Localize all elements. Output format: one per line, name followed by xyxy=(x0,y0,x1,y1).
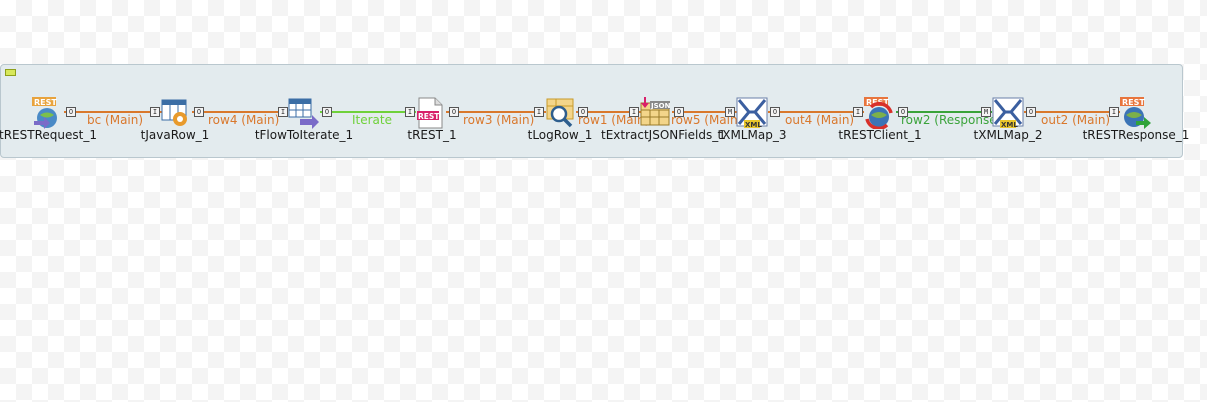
component-label: tXMLMap_3 xyxy=(717,128,787,142)
output-port[interactable]: O xyxy=(578,107,588,117)
component-label: tFlowToIterate_1 xyxy=(254,128,354,142)
connection-label[interactable]: row5 (Main) xyxy=(671,113,743,127)
output-port[interactable]: O xyxy=(898,107,908,117)
connection-label[interactable]: out2 (Main) xyxy=(1041,113,1111,127)
rest-icon: REST xyxy=(417,97,443,129)
component-trestrequest[interactable]: REST tRESTRequest_1 xyxy=(0,97,103,143)
map-port[interactable]: M xyxy=(725,107,735,117)
output-port[interactable]: O xyxy=(66,107,76,117)
component-label: tLogRow_1 xyxy=(527,128,593,142)
rest-badge-text: REST xyxy=(34,98,57,107)
output-port[interactable]: O xyxy=(1026,107,1036,117)
output-port[interactable]: O xyxy=(322,107,332,117)
java-row-icon xyxy=(161,99,187,126)
component-label: tExtractJSONFields_1 xyxy=(601,128,726,142)
input-port[interactable]: I xyxy=(1109,107,1119,117)
connection-label[interactable]: bc (Main) xyxy=(87,113,144,127)
input-port[interactable]: I xyxy=(405,107,415,117)
input-port[interactable]: I xyxy=(278,107,288,117)
connection-label[interactable]: out4 (Main) xyxy=(785,113,855,127)
subjob-collapse-button[interactable] xyxy=(5,69,16,76)
component-label: tRESTRequest_1 xyxy=(0,128,97,142)
output-port[interactable]: O xyxy=(674,107,684,117)
xml-map-icon: XML xyxy=(736,97,768,129)
component-label: tXMLMap_2 xyxy=(973,128,1043,142)
component-trest[interactable]: REST tREST_1 xyxy=(377,97,487,143)
output-port[interactable]: O xyxy=(449,107,459,117)
component-txmlmap-3[interactable]: XML tXMLMap_3 xyxy=(697,97,807,143)
component-tflowtoiterate[interactable]: tFlowToIterate_1 xyxy=(249,97,359,143)
rest-client-icon: REST xyxy=(864,97,893,129)
connection-label[interactable]: row2 (Response) xyxy=(901,113,1002,127)
xml-badge-text: XML xyxy=(1001,121,1018,129)
component-textractjsonfields[interactable]: JSON tExtractJSONFields_1 xyxy=(601,97,726,143)
input-port[interactable]: I xyxy=(853,107,863,117)
rest-request-icon: REST xyxy=(32,97,57,129)
input-port[interactable]: I xyxy=(629,107,639,117)
rest-response-icon: REST xyxy=(1120,97,1151,129)
connection-label[interactable]: Iterate xyxy=(352,113,393,127)
component-label: tRESTClient_1 xyxy=(838,128,922,142)
component-tlogrow[interactable]: tLogRow_1 xyxy=(505,97,615,143)
map-port[interactable]: M xyxy=(981,107,991,117)
component-label: tREST_1 xyxy=(407,128,457,142)
input-port[interactable]: I xyxy=(150,107,160,117)
json-badge-text: JSON xyxy=(650,102,671,110)
component-tjavarow[interactable]: tJavaRow_1 xyxy=(120,97,230,143)
component-label: tJavaRow_1 xyxy=(140,128,210,142)
connection-label[interactable]: row3 (Main) xyxy=(463,113,535,127)
extract-json-icon: JSON xyxy=(640,97,671,126)
component-label: tRESTResponse_1 xyxy=(1082,128,1190,142)
rest-badge-text: REST xyxy=(418,112,440,121)
input-port[interactable]: I xyxy=(534,107,544,117)
flow-to-iterate-icon xyxy=(288,98,319,129)
component-txmlmap-2[interactable]: XML tXMLMap_2 xyxy=(953,97,1063,143)
rest-badge-text: REST xyxy=(1122,98,1145,107)
xml-map-icon: XML xyxy=(992,97,1024,129)
component-trestresponse[interactable]: REST tRESTResponse_1 xyxy=(1081,97,1191,143)
output-port[interactable]: O xyxy=(770,107,780,117)
xml-badge-text: XML xyxy=(745,121,762,129)
output-port[interactable]: O xyxy=(194,107,204,117)
component-trestclient[interactable]: REST tRESTClient_1 xyxy=(825,97,935,143)
connection-label[interactable]: row4 (Main) xyxy=(208,113,280,127)
log-row-icon xyxy=(546,98,574,128)
